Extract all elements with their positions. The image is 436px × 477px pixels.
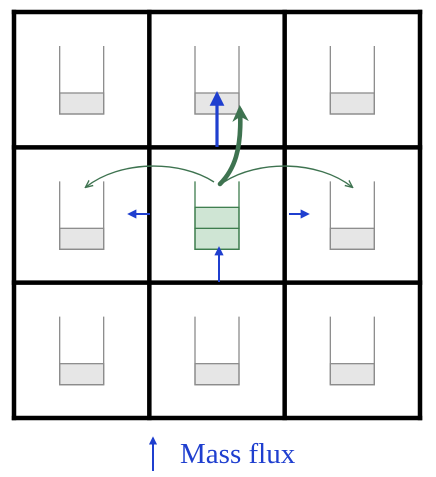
bin-block [59, 92, 105, 115]
redistribution-arrow-left [86, 165, 215, 187]
redistribution-arrow-right [223, 165, 352, 187]
center-bin-block [194, 227, 240, 250]
bin-block [59, 227, 105, 250]
bin-outline [329, 46, 375, 115]
arrows-layer [86, 91, 352, 282]
bins-layer [59, 46, 375, 386]
center-bin-block [194, 206, 240, 229]
bin-block [194, 363, 240, 386]
redistribution-arrow-top [217, 105, 249, 187]
bin-outline [59, 316, 105, 386]
bin-outline [59, 181, 105, 250]
bin-outline [329, 316, 375, 386]
bin-outline [59, 46, 105, 115]
bin-block [59, 363, 105, 386]
bin-block [329, 227, 375, 250]
legend-label-mass-flux: Mass flux [180, 438, 296, 470]
grid-lines [11, 9, 423, 421]
bin-block [329, 92, 375, 115]
bin-outline [329, 181, 375, 250]
bin-outline [194, 316, 240, 386]
bin-block [329, 363, 375, 386]
